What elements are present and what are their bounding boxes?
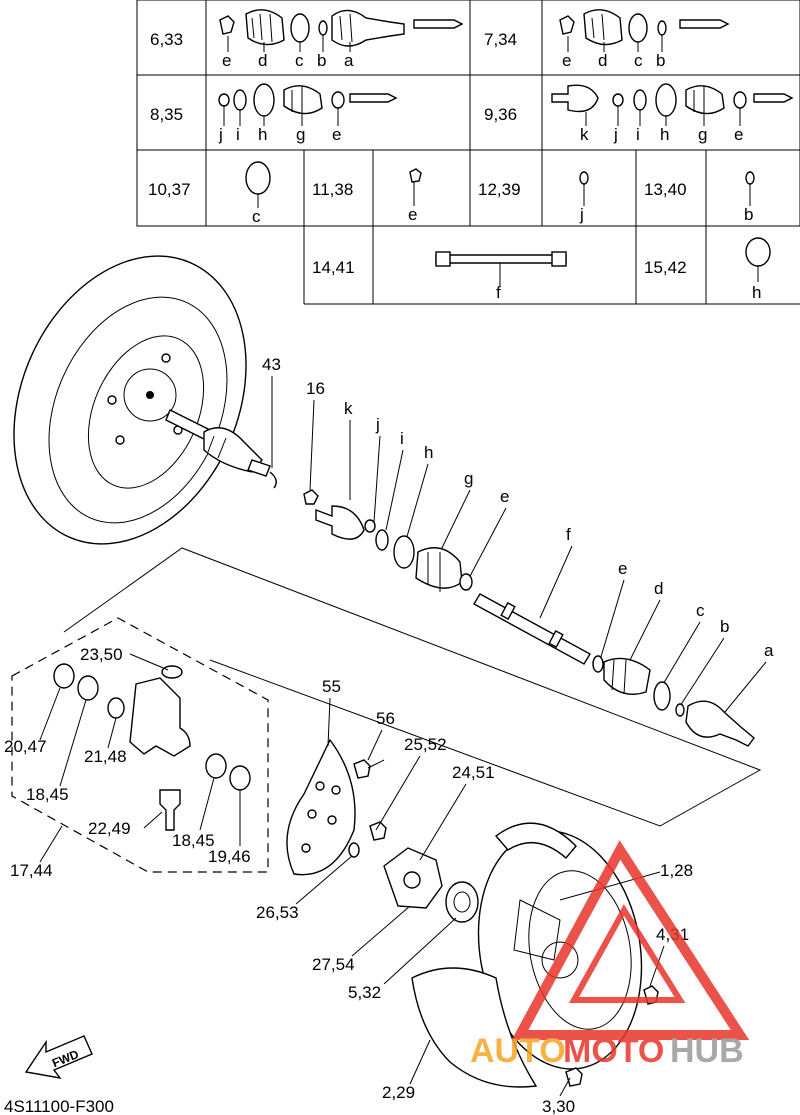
callout-56: 56 [376, 709, 395, 728]
callout-k: k [344, 399, 353, 418]
callout-3-30: 3,30 [542, 1097, 575, 1115]
callout-26-53: 26,53 [256, 903, 299, 922]
callout-20-47: 20,47 [4, 737, 47, 756]
kit-7-34-parts: e d c b [559, 9, 730, 70]
callout-43: 43 [262, 355, 281, 374]
kit-ref-10-37: 10,37 [148, 180, 191, 199]
kit-13-40-letter-b: b [744, 205, 753, 224]
callout-18-45-b: 18,45 [172, 831, 215, 850]
kit-6-33-letter-b: b [317, 51, 326, 70]
cv-joint-outer-parts [592, 655, 755, 747]
callout-g: g [464, 469, 473, 488]
knuckle-parts [53, 663, 251, 831]
kit-8-35-letter-h: h [258, 125, 267, 144]
kit-6-33-letter-e: e [222, 51, 231, 70]
kit-10-37-letter-c: c [252, 207, 261, 226]
fwd-arrow-icon: FWD [24, 1035, 93, 1079]
kit-ref-9-36: 9,36 [484, 105, 517, 124]
kit-7-34-letter-e: e [562, 51, 571, 70]
kit-14-41-letter-f: f [496, 283, 501, 302]
callout-c: c [696, 601, 705, 620]
kit-11-38-letter-e: e [408, 205, 417, 224]
kit-9-36-letter-e: e [734, 125, 743, 144]
kit-9-36-letter-g: g [698, 125, 707, 144]
kit-6-33-parts [219, 9, 464, 47]
disc-bolt [353, 759, 385, 779]
kit-9-36-letter-k: k [580, 125, 589, 144]
kit-ref-14-41: 14,41 [312, 258, 355, 277]
kit-12-39-letter-j: j [579, 205, 584, 224]
kit-9-36-parts: k j i h g e [551, 83, 794, 144]
callout-55: 55 [322, 677, 341, 696]
driveshaft-assembly-installed [165, 409, 277, 489]
kit-7-34-letter-d: d [598, 51, 607, 70]
kit-row4-parts: f h [435, 237, 771, 302]
kit-6-33-letters: e d c b a [222, 35, 354, 70]
callout-e-2: e [618, 559, 627, 578]
callout-e-1: e [500, 487, 509, 506]
drive-shaft [473, 593, 591, 665]
kit-9-36-letter-h: h [660, 125, 669, 144]
kit-ref-7-34: 7,34 [484, 30, 517, 49]
callout-19-46: 19,46 [208, 847, 251, 866]
kit-9-36-letter-j: j [613, 125, 618, 144]
kit-7-34-letter-c: c [634, 51, 643, 70]
kit-8-35-letter-e: e [332, 125, 341, 144]
driveshaft-frame [63, 547, 762, 827]
callout-2-29: 2,29 [382, 1083, 415, 1102]
callout-23-50: 23,50 [80, 645, 123, 664]
kit-8-35-letter-g: g [296, 125, 305, 144]
kit-ref-15-42: 15,42 [644, 258, 687, 277]
callout-a: a [764, 641, 774, 660]
callout-j: j [375, 415, 380, 434]
callout-f: f [566, 525, 571, 544]
callout-i: i [400, 429, 404, 448]
watermark-moto: MOTO [563, 1032, 664, 1070]
wheel-hub [348, 821, 479, 923]
kit-6-33-letter-c: c [295, 51, 304, 70]
cv-joint-inner-parts [303, 489, 473, 592]
kit-8-35-letter-i: i [236, 125, 240, 144]
callout-1-28: 1,28 [660, 861, 693, 880]
kit-ref-8-35: 8,35 [150, 105, 183, 124]
kit-ref-11-38: 11,38 [312, 180, 353, 199]
callout-22-49: 22,49 [88, 819, 131, 838]
callout-h: h [424, 443, 433, 462]
callout-27-54: 27,54 [312, 955, 355, 974]
kit-9-36-letter-i: i [636, 125, 640, 144]
callout-18-45-a: 18,45 [26, 785, 69, 804]
kit-8-35-letter-j: j [218, 125, 223, 144]
callout-5-32: 5,32 [348, 983, 381, 1002]
knuckle-assembly-box [11, 617, 269, 873]
automotohub-watermark: AUTO MOTO HUB [470, 840, 750, 1070]
watermark-hub: HUB [670, 1032, 744, 1070]
kit-8-35-parts: j i h g e [218, 83, 398, 144]
callout-24-51: 24,51 [452, 763, 495, 782]
callout-d: d [654, 579, 663, 598]
callout-17-44: 17,44 [10, 861, 53, 880]
front-wheel-upper [13, 255, 247, 545]
kit-7-34-letter-b: b [656, 51, 665, 70]
callout-21-48: 21,48 [84, 747, 127, 766]
kit-ref-12-39: 12,39 [478, 180, 521, 199]
callout-25-52: 25,52 [404, 735, 447, 754]
kit-row3-parts: c e j b [245, 161, 755, 226]
kit-15-42-letter-h: h [752, 283, 761, 302]
kit-ref-13-40: 13,40 [644, 180, 687, 199]
watermark-auto: AUTO [470, 1032, 566, 1070]
kit-ref-6-33: 6,33 [150, 30, 183, 49]
callout-b: b [720, 617, 729, 636]
brake-disc [286, 738, 356, 876]
kit-6-33-letter-d: d [258, 51, 267, 70]
kit-6-33-letter-a: a [344, 51, 354, 70]
callout-16: 16 [306, 379, 325, 398]
diagram-code: 4S11100-F300 [4, 1097, 114, 1115]
kit-reference-table [136, 0, 800, 305]
